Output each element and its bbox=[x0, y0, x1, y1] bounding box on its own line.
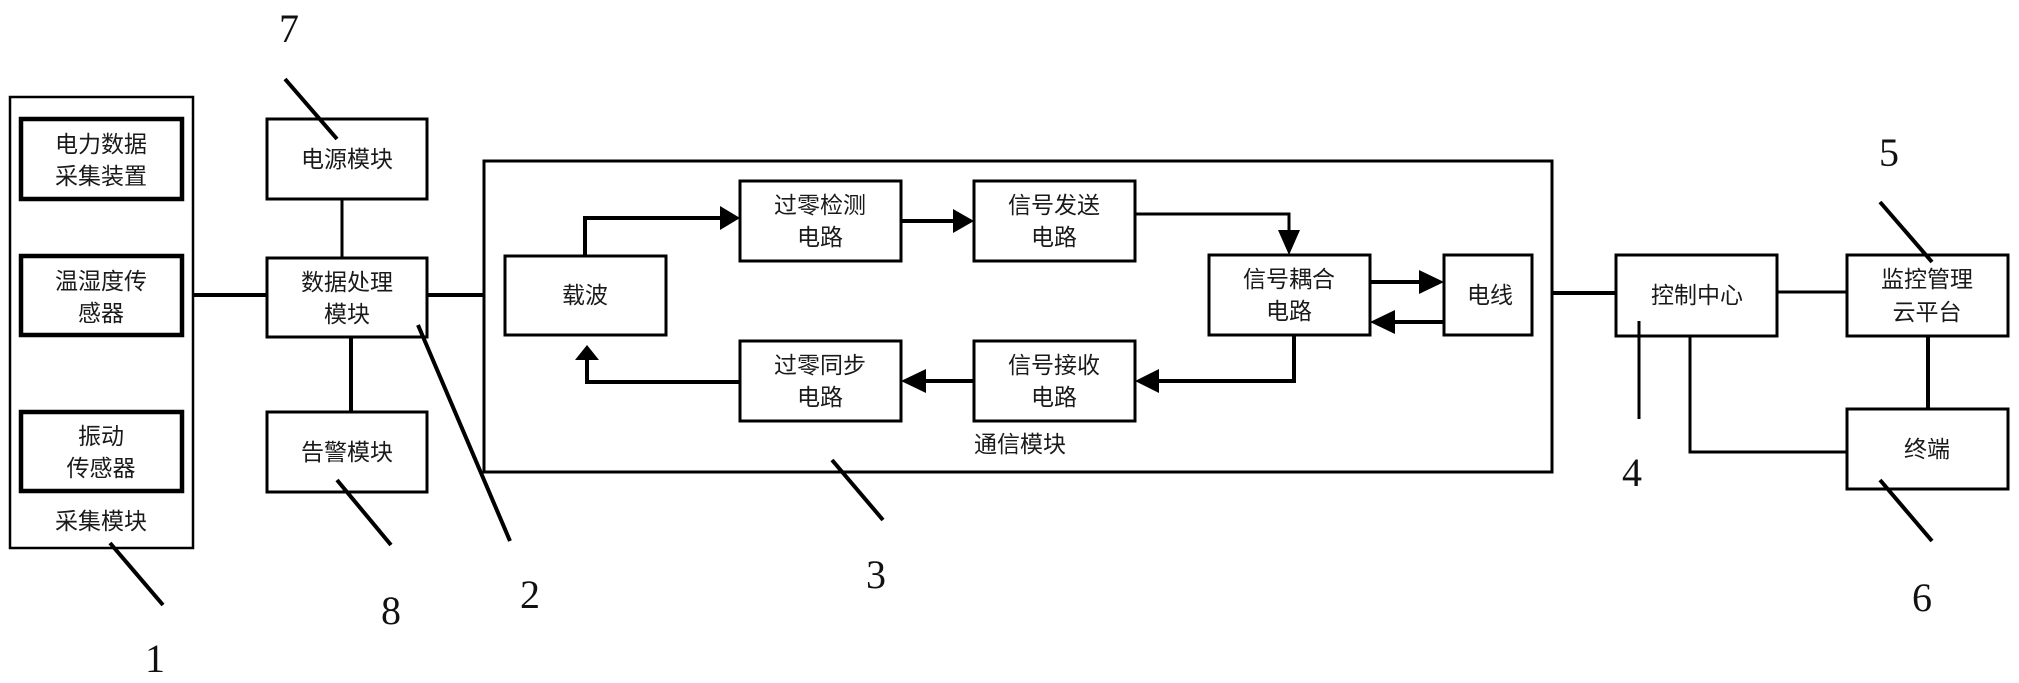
data-processing-module-block: 数据处理 模块 bbox=[265, 256, 429, 339]
arrow-sync-to-carrier bbox=[575, 345, 740, 384]
arrow-carrier-to-detect bbox=[583, 206, 740, 256]
reference-numeral-2: 2 bbox=[520, 572, 540, 617]
arrowhead-down bbox=[1278, 230, 1300, 255]
collection-module: 电力数据 采集装置 温湿度传 感器 振动 传感器 采集模块 bbox=[8, 95, 195, 550]
cloud-platform-block: 监控管理 云平台 bbox=[1845, 253, 2010, 338]
leader-line-2 bbox=[416, 324, 512, 542]
communication-module: 载波 过零检测 电路 信号发送 电路 信号耦合 电路 电线 信号接收 电路 bbox=[482, 159, 1554, 474]
reference-numeral-7: 7 bbox=[279, 6, 299, 51]
power-line-block: 电线 bbox=[1442, 253, 1534, 337]
arrowhead-left bbox=[901, 369, 926, 393]
signal-receive-label-2: 电路 bbox=[1031, 385, 1077, 411]
reference-numeral-5: 5 bbox=[1879, 130, 1899, 175]
vibration-sensor-block: 振动 传感器 bbox=[18, 409, 185, 494]
data-processing-label-1: 数据处理 bbox=[301, 270, 393, 296]
arrow-coupling-to-receive bbox=[1135, 335, 1296, 393]
reference-numeral-3: 3 bbox=[866, 552, 886, 597]
collection-module-frame bbox=[8, 95, 195, 550]
leader-line-7 bbox=[283, 77, 339, 141]
carrier-block: 载波 bbox=[503, 254, 668, 337]
signal-send-label-1: 信号发送 bbox=[1008, 193, 1100, 219]
arrowhead-up bbox=[575, 345, 599, 360]
collection-module-label: 采集模块 bbox=[55, 509, 147, 535]
power-data-collector-label-1: 电力数据 bbox=[55, 132, 147, 158]
data-processing-label-2: 模块 bbox=[324, 302, 370, 328]
power-data-collector-label-2: 采集装置 bbox=[55, 164, 147, 190]
reference-numeral-6: 6 bbox=[1912, 575, 1932, 620]
leader-line-1 bbox=[108, 541, 165, 607]
arrow-detect-to-send bbox=[901, 209, 974, 233]
leader-line-3 bbox=[830, 458, 885, 522]
vibration-sensor-label-2: 传感器 bbox=[67, 456, 136, 482]
control-center-label: 控制中心 bbox=[1651, 283, 1743, 309]
terminal-label: 终端 bbox=[1904, 437, 1950, 463]
connector-control-to-terminal bbox=[1688, 336, 1847, 454]
signal-send-block: 信号发送 电路 bbox=[972, 179, 1137, 263]
cloud-platform-label-1: 监控管理 bbox=[1881, 267, 1973, 293]
communication-module-label: 通信模块 bbox=[974, 432, 1066, 458]
reference-numeral-8: 8 bbox=[381, 588, 401, 633]
signal-coupling-label-2: 电路 bbox=[1266, 299, 1312, 325]
signal-coupling-block: 信号耦合 电路 bbox=[1207, 253, 1372, 337]
arrowhead-right bbox=[953, 209, 974, 233]
temp-humidity-sensor-label-1: 温湿度传 bbox=[55, 269, 147, 295]
arrow-powerline-to-coupling bbox=[1370, 310, 1444, 334]
cloud-platform-label-2: 云平台 bbox=[1893, 300, 1962, 326]
vibration-sensor-label-1: 振动 bbox=[78, 424, 124, 450]
power-line-label: 电线 bbox=[1467, 283, 1513, 309]
temp-humidity-sensor-label-2: 感器 bbox=[78, 301, 124, 327]
leader-line-8 bbox=[335, 478, 393, 547]
arrowhead-left bbox=[1135, 369, 1159, 393]
leader-line-6 bbox=[1878, 478, 1934, 543]
power-module-block: 电源模块 bbox=[265, 117, 429, 201]
arrowhead-left bbox=[1370, 310, 1395, 334]
temp-humidity-sensor-block: 温湿度传 感器 bbox=[18, 253, 185, 338]
zero-cross-detect-label-1: 过零检测 bbox=[774, 193, 866, 219]
zero-cross-detect-block: 过零检测 电路 bbox=[738, 179, 903, 263]
arrowhead-right bbox=[720, 206, 740, 230]
terminal-block: 终端 bbox=[1845, 407, 2010, 491]
carrier-label: 载波 bbox=[562, 283, 608, 309]
reference-numeral-1: 1 bbox=[145, 636, 165, 681]
arrowhead-right bbox=[1419, 270, 1444, 294]
signal-send-label-2: 电路 bbox=[1031, 225, 1077, 251]
zero-cross-sync-block: 过零同步 电路 bbox=[738, 339, 903, 423]
arrow-send-to-coupling bbox=[1135, 212, 1300, 255]
signal-coupling-label-1: 信号耦合 bbox=[1243, 267, 1335, 293]
signal-receive-block: 信号接收 电路 bbox=[972, 339, 1137, 423]
power-data-collector-block: 电力数据 采集装置 bbox=[18, 116, 185, 202]
zero-cross-sync-label-2: 电路 bbox=[797, 385, 843, 411]
control-center-block: 控制中心 bbox=[1614, 253, 1779, 338]
signal-receive-label-1: 信号接收 bbox=[1008, 353, 1100, 379]
arrow-receive-to-sync bbox=[901, 369, 974, 393]
alarm-module-label: 告警模块 bbox=[301, 440, 393, 466]
alarm-module-block: 告警模块 bbox=[265, 410, 429, 494]
communication-module-frame bbox=[482, 159, 1554, 474]
leader-line-5 bbox=[1878, 200, 1934, 264]
zero-cross-detect-label-2: 电路 bbox=[797, 225, 843, 251]
reference-numeral-4: 4 bbox=[1622, 450, 1642, 495]
zero-cross-sync-label-1: 过零同步 bbox=[774, 353, 866, 379]
arrow-coupling-to-powerline bbox=[1370, 270, 1444, 294]
power-module-label: 电源模块 bbox=[301, 147, 393, 173]
